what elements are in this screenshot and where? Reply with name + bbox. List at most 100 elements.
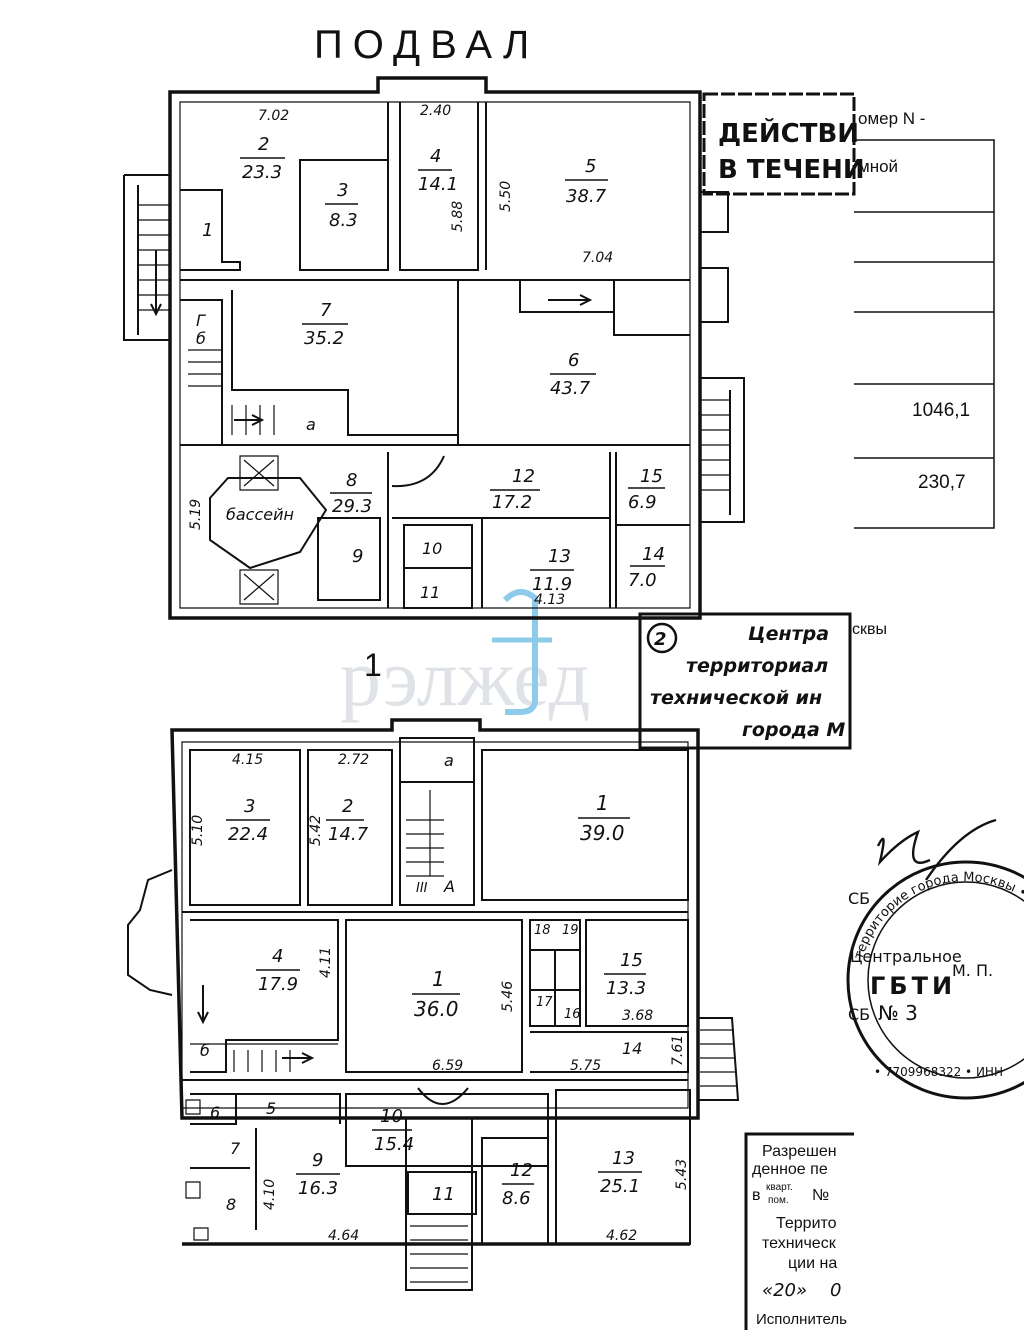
side-table-grid bbox=[854, 139, 995, 529]
basement-right-stair bbox=[700, 377, 745, 523]
perm-line2: денное пе bbox=[752, 1161, 828, 1178]
floor1-room-6-num: 6 bbox=[210, 1103, 220, 1122]
basement-title: ПОДВАЛ bbox=[314, 23, 539, 67]
side-table-subheader: мной bbox=[858, 157, 898, 176]
floor1-room-2-num: 2 bbox=[342, 796, 353, 817]
basement-room-3-num: 3 bbox=[337, 180, 348, 201]
floor1-dim-9: 5.75 bbox=[570, 1058, 601, 1074]
bti-stamp-circle bbox=[646, 622, 678, 654]
room-1-walls bbox=[180, 189, 241, 271]
basement-room-6-num: 6 bbox=[568, 350, 579, 371]
basement-room-12-area: 17.2 bbox=[492, 492, 532, 513]
floor1-stair-hall bbox=[399, 737, 475, 906]
perm-line4: Террито bbox=[776, 1215, 837, 1232]
perm-line3d: № bbox=[812, 1187, 829, 1204]
perm-line3b: кварт. bbox=[766, 1182, 793, 1193]
floor1-room-4-area: 17.9 bbox=[258, 974, 298, 995]
basement-bottom-partitions bbox=[387, 452, 690, 608]
floor1-room-10-num: 10 bbox=[380, 1106, 403, 1127]
floor1-outer-wall bbox=[170, 718, 700, 1120]
floor1-room-1b-num: 1 bbox=[432, 967, 445, 991]
room-3-walls bbox=[299, 102, 389, 271]
floor1-left-bay bbox=[127, 869, 173, 996]
basement-room-10-num: 10 bbox=[422, 539, 442, 558]
floor1-dim-6: 5.46 bbox=[500, 981, 516, 1012]
floor1-dim-7: 6.59 bbox=[432, 1058, 463, 1074]
validity-stamp: ДЕЙСТВИ В ТЕЧЕНИ bbox=[702, 92, 865, 196]
floor1-arrows bbox=[197, 985, 315, 1064]
floor1-stair-a: А bbox=[443, 877, 455, 896]
door-swing-arc bbox=[391, 455, 445, 488]
watermark-text: рэлжед bbox=[340, 632, 590, 723]
floor1-dim-3: 5.10 bbox=[190, 815, 206, 846]
seal-inner-ring bbox=[867, 881, 1024, 1079]
room-7-walls bbox=[231, 280, 459, 445]
bti-stamp-line4: города М bbox=[742, 719, 845, 741]
floor1-letter-b: б bbox=[200, 1041, 210, 1060]
room-6-corridor bbox=[519, 280, 690, 336]
seal-number: № 3 bbox=[878, 1001, 918, 1025]
floor1-room-13-area: 25.1 bbox=[600, 1176, 640, 1197]
basement-room-15-num: 15 bbox=[640, 466, 663, 487]
pool-equipment-x bbox=[243, 459, 275, 601]
perm-line3c: пом. bbox=[768, 1195, 789, 1206]
floor1-room-11-walls bbox=[407, 1171, 477, 1215]
bti-stamp-line1-tail: сквы bbox=[852, 621, 887, 638]
basement-inner-wall-line bbox=[179, 101, 691, 609]
basement-room-12-num: 12 bbox=[512, 466, 535, 487]
side-table-value2: 230,7 bbox=[918, 472, 966, 493]
floor1-room-18-num: 18 bbox=[534, 923, 551, 938]
basement-room-5-area: 38.7 bbox=[566, 186, 607, 207]
room-4-walls bbox=[399, 102, 487, 271]
floor1-room-1-num: 1 bbox=[596, 791, 609, 815]
basement-right-windows bbox=[700, 191, 729, 323]
basement-letter-g: Г bbox=[196, 311, 206, 330]
perm-line1: Разрешен bbox=[762, 1143, 837, 1160]
seal-letters-bottom: СБ bbox=[848, 1005, 870, 1024]
basement-outer-wall bbox=[168, 76, 702, 620]
floor1-inner-stair-steps bbox=[190, 1043, 338, 1072]
permission-stamp: Разрешен денное пе в кварт. пом. № Терри… bbox=[744, 1132, 854, 1330]
bti-stamp-num: 2 bbox=[654, 629, 667, 650]
basement-room-6-area: 43.7 bbox=[550, 378, 591, 399]
floor1-bay-arc bbox=[417, 1087, 469, 1105]
floor1-stair-iii: III bbox=[416, 881, 428, 896]
side-table-value1: 1046,1 bbox=[912, 400, 970, 421]
basement-right-stair-steps bbox=[700, 399, 730, 491]
basement-room-13-area: 11.9 bbox=[532, 574, 572, 595]
basement-plan: 1 2 23.3 3 8.3 4 14.1 5 38.7 6 43.7 7 35… bbox=[123, 76, 745, 620]
bti-stamp-line2: территориал bbox=[686, 655, 828, 677]
basement-dim-6: 5.19 bbox=[188, 499, 204, 530]
floor1-dim-4: 5.42 bbox=[308, 815, 324, 846]
floor1-room-8-num: 8 bbox=[226, 1195, 236, 1214]
basement-room-4-num: 4 bbox=[430, 146, 441, 167]
floor1-entrance bbox=[405, 1118, 473, 1291]
seal-mp: М. П. bbox=[952, 961, 993, 980]
basement-room-14-num: 14 bbox=[642, 544, 665, 565]
floor1-right-stair-steps bbox=[700, 1029, 736, 1087]
floor1-room-15-num: 15 bbox=[620, 950, 643, 971]
floor1-room-15-area: 13.3 bbox=[606, 978, 646, 999]
floor1-room-1-walls bbox=[481, 749, 689, 901]
floor1-room-19-num: 19 bbox=[562, 923, 579, 938]
basement-room-1-num: 1 bbox=[202, 220, 213, 241]
floor1-dim-10: 7.61 bbox=[670, 1035, 686, 1066]
floor1-dim-2: 2.72 bbox=[338, 752, 369, 768]
floor1-dim-5: 4.11 bbox=[318, 947, 334, 978]
basement-room-2-area: 23.3 bbox=[242, 162, 282, 183]
basement-room-11-num: 11 bbox=[420, 583, 440, 602]
basement-room-15-area: 6.9 bbox=[628, 492, 657, 513]
floor1-room-12-num: 12 bbox=[510, 1160, 533, 1181]
basement-room-5-num: 5 bbox=[585, 156, 596, 177]
basement-dim-4: 5.50 bbox=[498, 181, 514, 212]
floor1-wall-h bbox=[182, 911, 688, 1081]
floor1-room-14-15-walls bbox=[530, 919, 689, 1073]
floor1-room-36-walls bbox=[345, 919, 523, 1073]
floor1-room-13-num: 13 bbox=[612, 1148, 635, 1169]
floor1-dim-14: 4.62 bbox=[606, 1228, 637, 1244]
floor1-right-stair bbox=[698, 1017, 740, 1101]
floor1-dim-8: 3.68 bbox=[622, 1008, 653, 1024]
floor1-letter-a: а bbox=[444, 751, 454, 770]
seal-center-line2: ГБТИ bbox=[870, 972, 956, 1000]
